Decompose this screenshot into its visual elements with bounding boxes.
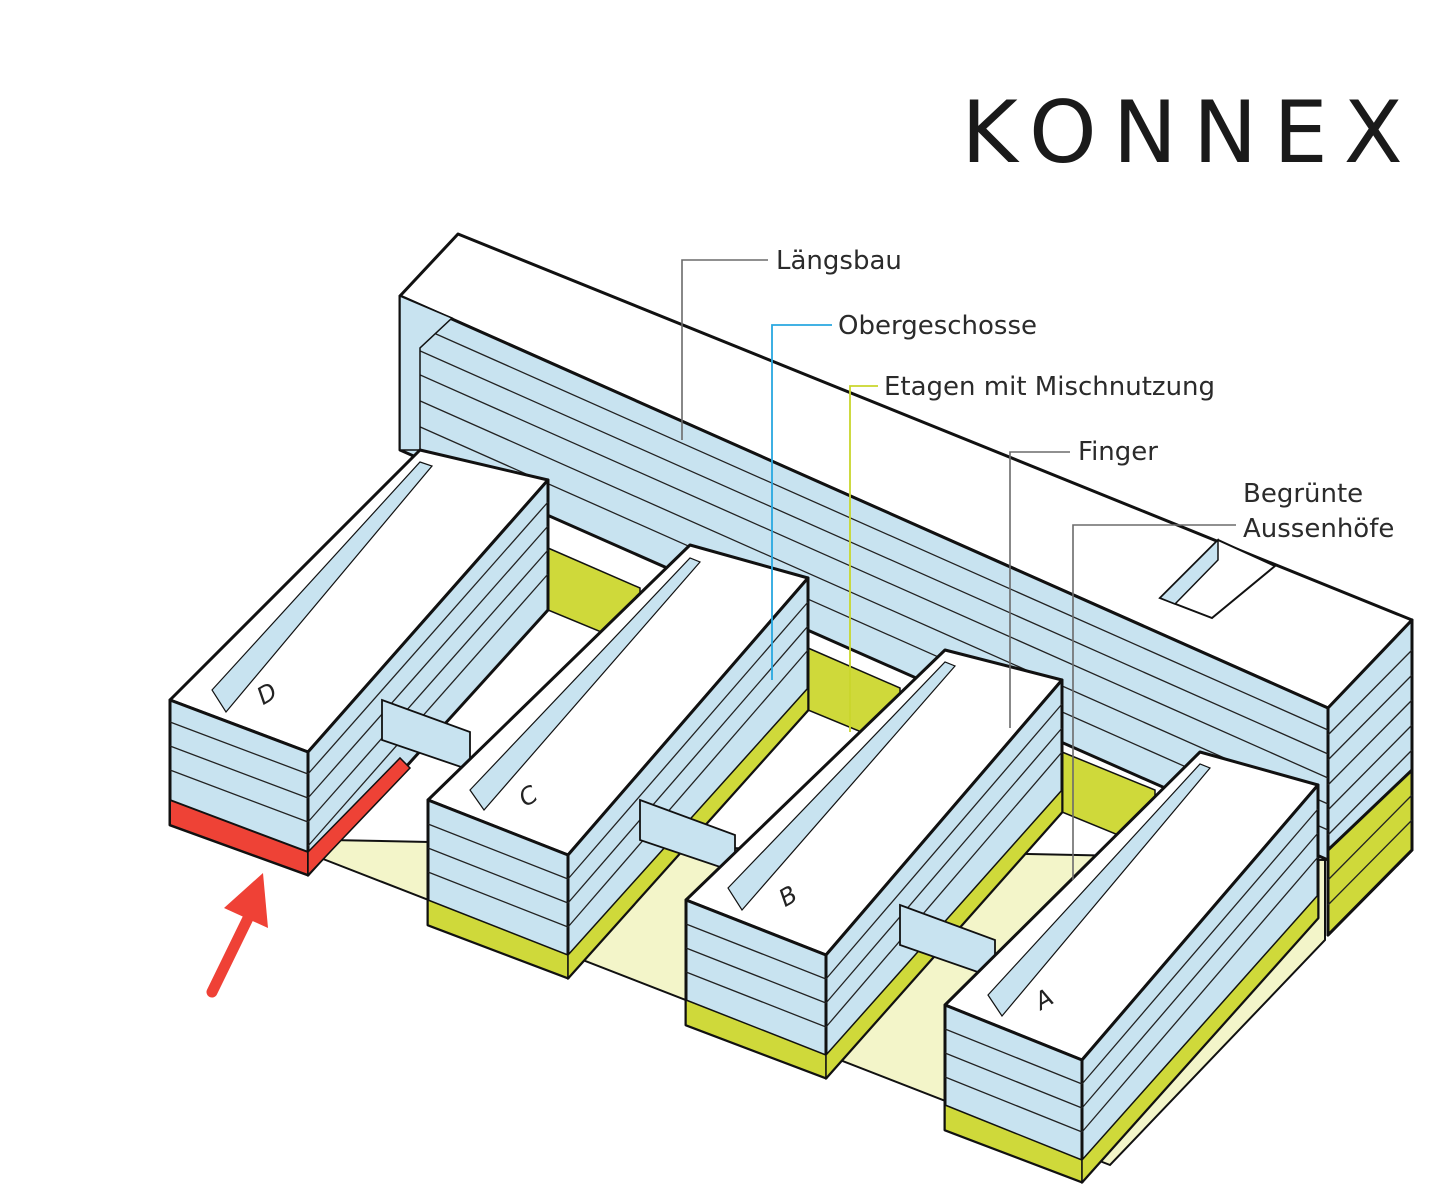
konnex-logo: KONNEX: [961, 83, 1418, 183]
label-finger: Finger: [1078, 437, 1158, 467]
leader-laengsbau: [681, 259, 768, 440]
highlight-arrow: [206, 873, 268, 998]
label-begruente-1: Begrünte: [1243, 479, 1363, 509]
finger-c: [426, 543, 810, 980]
label-etagen: Etagen mit Mischnutzung: [884, 372, 1215, 402]
finger-a: [943, 750, 1320, 1184]
finger-d: [168, 448, 550, 877]
leader-finger: [1009, 451, 1070, 728]
leader-obergeschosse: [771, 324, 832, 680]
leader-begruente: [1072, 524, 1236, 880]
finger-b: [684, 648, 1064, 1080]
label-laengsbau: Längsbau: [776, 246, 902, 276]
laengsbau-block: [398, 232, 1414, 937]
leader-etagen: [849, 385, 878, 732]
label-begruente-2: Aussenhöfe: [1243, 514, 1394, 544]
label-obergeschosse: Obergeschosse: [838, 311, 1037, 341]
